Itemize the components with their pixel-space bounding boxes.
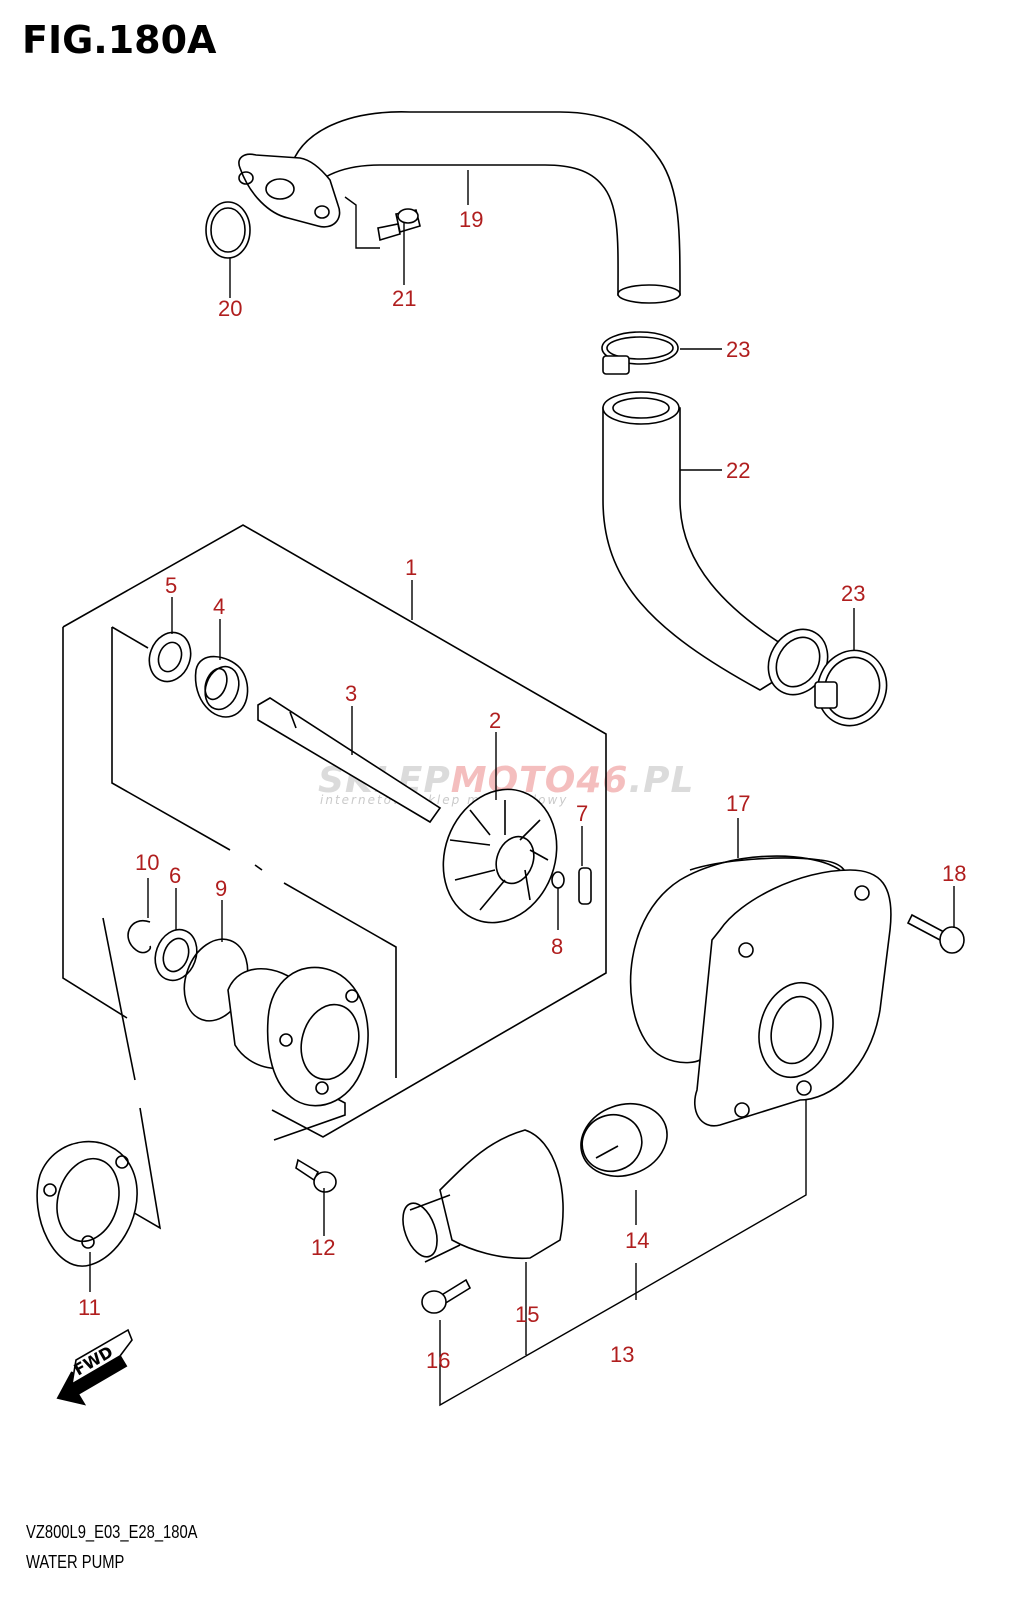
figure-code: VZ800L9_E03_E28_180A (26, 1522, 198, 1542)
callout-12: 12 (311, 1235, 335, 1260)
part-3-shaft (257, 697, 442, 824)
part-8-o-ring (551, 871, 565, 889)
callout-2: 2 (489, 708, 501, 733)
callout-15: 15 (515, 1302, 539, 1327)
callout-4: 4 (213, 594, 225, 619)
part-18-bolt (906, 913, 965, 954)
part-7-pin (578, 867, 592, 905)
callout-21: 21 (392, 286, 416, 311)
callout-19: 19 (459, 207, 483, 232)
callout-1: 1 (405, 555, 417, 580)
callout-20: 20 (218, 296, 242, 321)
part-14-thermostat (580, 1103, 668, 1177)
part-6-bearing (154, 928, 198, 982)
callout-9: 9 (215, 876, 227, 901)
part-20-o-ring (205, 201, 251, 259)
part-23-clamp-upper (601, 331, 679, 375)
part-23-clamp-lower (814, 649, 888, 727)
callout-5: 5 (165, 573, 177, 598)
callout-16: 16 (426, 1348, 450, 1373)
pump-cover (693, 869, 892, 1127)
callout-3: 3 (345, 681, 357, 706)
figure-name: WATER PUMP (26, 1552, 125, 1572)
part-16-screw (421, 1278, 472, 1314)
callout-17: 17 (726, 791, 750, 816)
part-15-outlet-fitting (402, 1129, 564, 1263)
callout-23-upper: 23 (726, 337, 750, 362)
figure-title: FIG.180A (22, 18, 217, 62)
fwd-direction-badge: FWD (56, 1328, 133, 1406)
callout-23-lower: 23 (841, 581, 865, 606)
callout-labels: 1 2 3 4 5 6 7 8 9 10 11 12 13 14 15 16 1… (78, 207, 966, 1373)
callout-11: 11 (78, 1295, 101, 1320)
callout-18: 18 (942, 861, 966, 886)
callout-10: 10 (135, 850, 159, 875)
assembly-13-bracket (439, 1100, 807, 1407)
leader-lines (89, 170, 955, 1292)
pump-body (227, 966, 369, 1107)
part-19-pipe (238, 111, 681, 304)
callout-14: 14 (625, 1228, 649, 1253)
part-10-circlip (127, 919, 152, 954)
part-11-gasket (36, 1140, 138, 1267)
callout-7: 7 (576, 801, 588, 826)
part-21-bolt (344, 196, 421, 249)
callout-8: 8 (551, 934, 563, 959)
part-22-hose (602, 391, 829, 696)
part-2-impeller (442, 788, 558, 924)
part-5-oil-seal (148, 631, 192, 683)
part-12-screw (295, 1158, 337, 1193)
callout-13: 13 (610, 1342, 634, 1367)
callout-6: 6 (169, 863, 181, 888)
callout-22: 22 (726, 458, 750, 483)
assembly-1-frame (62, 524, 607, 1230)
part-4-mechanical-seal (194, 655, 249, 718)
